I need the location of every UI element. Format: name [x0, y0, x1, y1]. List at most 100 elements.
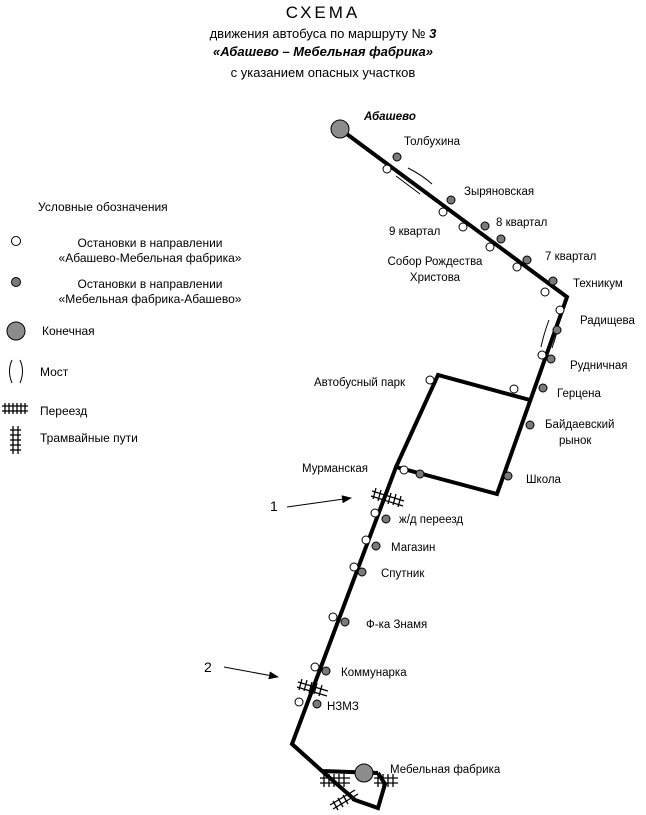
legend-stop-dir1-text: Остановки в направлении «Абашево-Мебельн… — [40, 236, 260, 266]
stop-dir1-sobor — [485, 242, 495, 252]
legend-tram-label: Трамвайные пути — [40, 431, 138, 445]
legend-stop-dir2-line2: «Мебельная фабрика-Абашево» — [58, 292, 242, 306]
label-abashevo: Абашево — [363, 111, 416, 123]
danger-marker-2-arrow — [223, 666, 279, 680]
stops-dir2-group — [312, 152, 562, 709]
legend-stop-dir1-line2: «Абашево-Мебельная фабрика» — [58, 251, 242, 265]
stop-dir2-7kvartal — [522, 255, 532, 265]
stops-dir1-group — [294, 164, 565, 707]
tram-tracks-1-icon — [320, 774, 350, 787]
stop-dir2-rudnichnaya — [546, 354, 556, 364]
stop-dir2-baydaevsky — [525, 420, 535, 430]
diagram-title: СХЕМА — [285, 3, 361, 22]
bridge-radishcheva-icon — [540, 319, 560, 349]
legend-crossing-label: Переезд — [40, 404, 88, 418]
legend-stop-dir2-text: Остановки в направлении «Мебельная фабри… — [40, 277, 260, 307]
legend-terminal-label: Конечная — [42, 324, 95, 338]
label-fka-znamya: Ф-ка Знамя — [366, 619, 427, 631]
label-shkola: Школа — [526, 474, 562, 486]
stop-dir1-nzmz — [294, 697, 304, 707]
stop-dir2-sputnik — [357, 567, 367, 577]
label-zyryanovskaya: Зыряновская — [464, 186, 534, 198]
legend-stop-dir2-icon — [11, 277, 21, 287]
label-gertsena: Герцена — [557, 388, 601, 400]
label-rudnichnaya: Рудничная — [570, 360, 628, 372]
stop-dir1-tolbukhina — [382, 164, 392, 174]
label-avtobusny-park: Автобусный парк — [314, 377, 406, 389]
stop-dir2-sobor — [496, 234, 506, 244]
label-sobor-line1: Собор Рождества — [388, 256, 484, 268]
subtitle-prefix: движения автобуса по маршруту № — [209, 26, 426, 41]
label-nzmz: НЗМЗ — [327, 701, 359, 713]
stop-dir2-8kvartal — [480, 221, 490, 231]
legend-terminal-icon — [6, 321, 26, 341]
danger-marker-1-label: 1 — [270, 498, 278, 514]
stop-dir2-murmanskaya — [415, 469, 425, 479]
stop-dir2-kommunarka — [321, 666, 331, 676]
label-kommunarka: Коммунарка — [341, 667, 407, 679]
stop-dir2-radishcheva — [552, 325, 562, 335]
legend-crossing-icon — [2, 403, 28, 414]
label-mebelnaya-fabrika: Мебельная фабрика — [390, 764, 501, 776]
legend-bridge-icon — [9, 359, 23, 384]
label-sputnik: Спутник — [381, 568, 425, 580]
stop-dir1-zhd-pereezd — [370, 508, 380, 518]
stop-dir2-tekhnikum — [548, 276, 558, 286]
stop-dir2-zyryanovskaya — [446, 195, 456, 205]
bridge-tolbukhina-icon — [395, 167, 433, 195]
railway-crossing-1-icon — [370, 487, 405, 508]
stop-dir2-shkola — [503, 471, 513, 481]
stop-dir2-zhd-pereezd — [381, 514, 391, 524]
legend-stop-dir1-icon — [11, 236, 21, 246]
stop-dir1-tekhnikum — [540, 287, 550, 297]
stop-dir1-fka-znamya — [328, 612, 338, 622]
stop-dir1-radishcheva — [555, 305, 565, 315]
stop-dir2-magazin — [371, 541, 381, 551]
stop-dir1-kommunarka — [310, 662, 320, 672]
terminal-mebelnaya-fabrika — [354, 763, 374, 783]
label-tolbukhina: Толбухина — [404, 136, 461, 148]
stop-dir1-gertsena — [509, 384, 519, 394]
tram-tracks-2-icon — [329, 789, 359, 811]
legend-title: Условные обозначения — [38, 200, 168, 214]
stop-dir1-9kvartal — [458, 222, 468, 232]
label-magazin: Магазин — [391, 542, 435, 554]
stop-dir1-zyryanovskaya — [438, 207, 448, 217]
diagram-subtitle-danger: с указанием опасных участков — [230, 65, 416, 80]
label-9kvartal: 9 квартал — [389, 226, 440, 238]
label-zhd-pereezd: ж/д переезд — [399, 514, 463, 526]
label-8kvartal: 8 квартал — [496, 217, 547, 229]
route-name: «Абашево – Мебельная фабрика» — [213, 44, 433, 59]
route-number: 3 — [429, 26, 437, 41]
label-baydaevsky-line2: рынок — [559, 435, 592, 447]
label-murmanskaya: Мурманская — [302, 463, 368, 475]
stop-dir1-sputnik — [349, 562, 359, 572]
label-sobor-line2: Христова — [410, 272, 461, 284]
label-radishcheva: Радищева — [580, 315, 636, 327]
legend-stop-dir1-line1: Остановки в направлении — [77, 236, 223, 250]
tram-tracks-3-icon — [374, 774, 398, 787]
stop-dir2-tolbukhina — [392, 152, 402, 162]
danger-marker-1-arrow — [286, 495, 352, 508]
railway-crossing-2-icon — [296, 678, 329, 697]
stop-dir1-murmanskaya — [399, 465, 409, 475]
diagram-subtitle-route: движения автобуса по маршруту № 3 — [0, 26, 646, 41]
stop-dir1-avtobusny-park — [425, 375, 435, 385]
stop-dir1-rudnichnaya — [537, 350, 547, 360]
legend-bridge-label: Мост — [40, 365, 69, 379]
danger-marker-2-label: 2 — [204, 659, 212, 675]
route-line-terminal-loop — [320, 769, 388, 811]
label-tekhnikum: Техникум — [573, 278, 623, 290]
label-7kvartal: 7 квартал — [545, 251, 596, 263]
stop-dir2-nzmz — [312, 699, 322, 709]
terminal-abashevo — [330, 119, 350, 139]
legend-stop-dir2-line1: Остановки в направлении — [77, 277, 223, 291]
stop-dir1-magazin — [361, 535, 371, 545]
stop-dir2-gertsena — [538, 383, 548, 393]
route-line-loop — [394, 372, 531, 468]
stop-dir2-fka-znamya — [340, 617, 350, 627]
stop-dir1-7kvartal — [512, 262, 522, 272]
label-baydaevsky-line1: Байдаевский — [545, 419, 614, 431]
legend-tram-icon — [10, 426, 21, 454]
